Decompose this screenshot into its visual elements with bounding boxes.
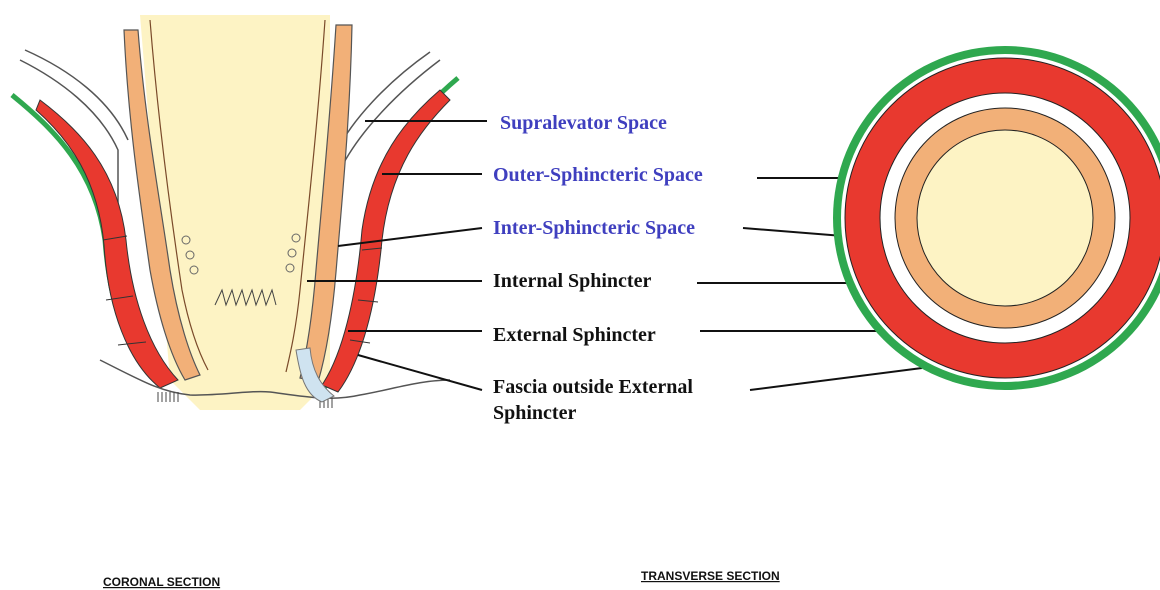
left-outer-wall-2 bbox=[25, 50, 128, 140]
coronal-section-illustration bbox=[12, 15, 458, 410]
ring-lumen bbox=[917, 130, 1093, 306]
label-internal-sphincter: Internal Sphincter bbox=[493, 270, 651, 292]
transverse-section-illustration bbox=[833, 46, 1160, 390]
label-external-sphincter: External Sphincter bbox=[493, 324, 656, 346]
leader-fascia-right bbox=[750, 368, 922, 390]
leader-inter-sphincteric-left bbox=[338, 228, 482, 246]
label-supralevator-space: Supralevator Space bbox=[500, 112, 667, 134]
label-fascia-line1: Fascia outside External bbox=[493, 376, 693, 398]
leader-fascia-left bbox=[358, 355, 482, 390]
label-outer-sphincteric-space: Outer-Sphincteric Space bbox=[493, 164, 703, 186]
label-inter-sphincteric-space: Inter-Sphincteric Space bbox=[493, 217, 695, 239]
caption-transverse-section: TRANSVERSE SECTION bbox=[641, 569, 780, 583]
caption-coronal-section: CORONAL SECTION bbox=[103, 575, 220, 589]
label-fascia-line2: Sphincter bbox=[493, 402, 576, 424]
left-skin-follicles bbox=[158, 392, 178, 402]
